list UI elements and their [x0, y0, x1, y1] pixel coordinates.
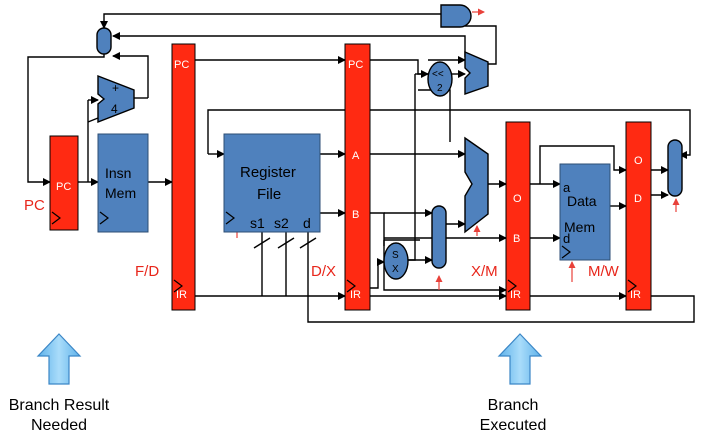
dx-ir-label: IR	[350, 289, 361, 301]
branch-target-mux	[464, 50, 489, 95]
sign-extend-unit: S X	[383, 242, 409, 280]
insn-mem: Insn Mem	[97, 133, 149, 233]
dx-b-label: B	[352, 209, 359, 221]
mw-o-label: O	[634, 155, 643, 167]
branch-needed-caption-1: Branch Result	[9, 397, 110, 414]
adder-plus-label: +	[112, 81, 119, 95]
pc-side-label: PC	[24, 197, 45, 214]
branch-and-gate	[440, 4, 472, 28]
shift-label-1: <<	[432, 69, 444, 80]
clock-icon	[51, 211, 61, 225]
sx-label-2: X	[392, 264, 399, 275]
regfile-s2-label: s2	[274, 215, 289, 231]
mw-latch: O D IR	[625, 121, 652, 311]
pc-select-mux	[96, 27, 112, 55]
datamem-d-label: d	[563, 231, 570, 246]
clock-icon	[507, 279, 517, 293]
sx-label-1: S	[392, 250, 399, 261]
fd-ir-label: IR	[176, 289, 187, 301]
mw-d-label: D	[634, 193, 642, 205]
fd-latch: PC IR	[171, 43, 196, 311]
fd-stage-label: F/D	[135, 263, 159, 280]
bus-slashes	[253, 237, 317, 249]
clock-icon	[225, 211, 235, 225]
dx-latch: PC A B IR	[344, 43, 371, 311]
regfile-d-label: d	[303, 215, 311, 231]
pc-latch-label: PC	[56, 181, 71, 193]
alu	[464, 136, 489, 234]
xm-stage-label: X/M	[471, 263, 498, 280]
dx-a-label: A	[352, 150, 360, 162]
datamem-label-2: Mem	[564, 219, 595, 235]
data-mem: a Data Mem d	[559, 163, 611, 261]
dx-pc-label: PC	[348, 59, 363, 71]
register-file: Register File s1 s2 d	[223, 133, 321, 233]
branch-executed-caption-1: Branch	[488, 397, 539, 414]
shift-label-2: 2	[437, 83, 443, 94]
adder-four-label: 4	[111, 102, 118, 116]
xm-latch: O B IR	[505, 121, 531, 311]
regfile-s1-label: s1	[250, 215, 265, 231]
clock-icon	[99, 211, 109, 225]
branch-executed-caption-2: Executed	[480, 417, 547, 434]
dx-stage-label: D/X	[311, 263, 336, 280]
datamem-a-label: a	[563, 180, 571, 195]
mw-stage-label: M/W	[588, 263, 620, 280]
operand-b-mux	[431, 205, 447, 269]
fd-pc-label: PC	[174, 59, 189, 71]
insn-mem-label-2: Mem	[105, 185, 136, 201]
clock-icon	[561, 245, 571, 259]
clock-icon	[346, 279, 356, 293]
regfile-label-1: Register	[240, 164, 296, 181]
xm-o-label: O	[513, 193, 522, 205]
insn-mem-label-1: Insn	[105, 165, 131, 181]
xm-ir-label: IR	[510, 289, 521, 301]
clock-icon	[173, 279, 183, 293]
shift-left-unit: << 2	[427, 61, 453, 97]
branch-needed-arrow-icon	[36, 333, 82, 385]
branch-executed-arrow-icon	[497, 333, 543, 385]
clock-icon	[627, 279, 637, 293]
pc-latch: PC	[49, 135, 79, 231]
mw-ir-label: IR	[630, 289, 641, 301]
datamem-label-1: Data	[567, 193, 597, 209]
branch-needed-caption-2: Needed	[31, 417, 87, 434]
writeback-mux	[667, 139, 683, 197]
regfile-label-2: File	[257, 186, 281, 203]
xm-b-label: B	[513, 233, 520, 245]
pc-adder: + 4	[97, 74, 135, 124]
